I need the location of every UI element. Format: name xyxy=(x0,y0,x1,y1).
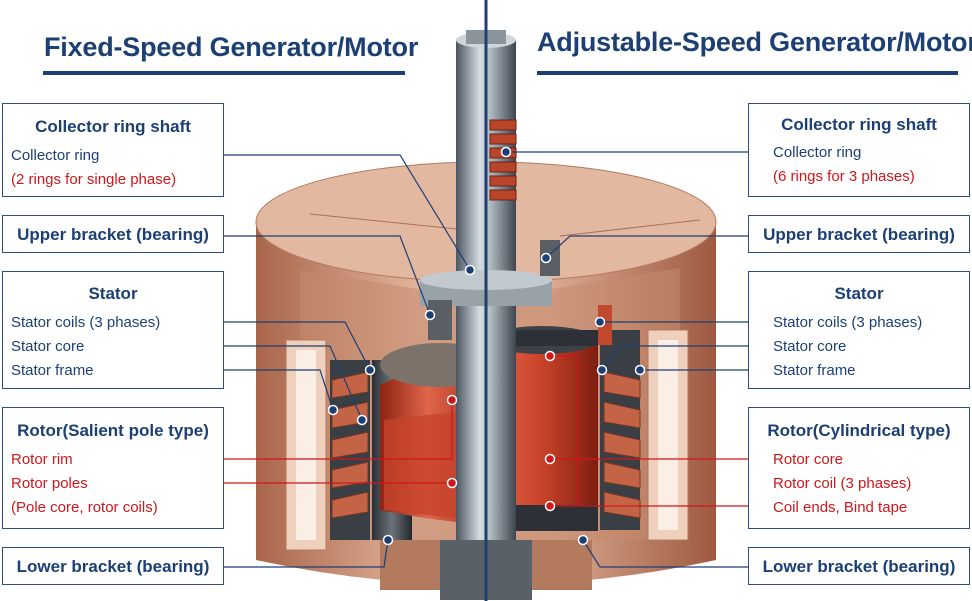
left-collector-ring-note: (2 rings for single phase) xyxy=(11,171,177,188)
right-stator-box: Stator Stator coils (3 phases) Stator co… xyxy=(748,271,970,389)
right-rotor-box: Rotor(Cylindrical type) Rotor core Rotor… xyxy=(748,407,970,529)
left-collector-title: Collector ring shaft xyxy=(35,117,191,136)
left-rotor-poles-note: (Pole core, rotor coils) xyxy=(11,499,158,516)
right-collector-ring-label: Collector ring xyxy=(773,144,862,161)
right-collector-ring-note: (6 rings for 3 phases) xyxy=(773,168,915,185)
left-stator-core-label: Stator core xyxy=(11,338,85,355)
left-title-underline xyxy=(43,71,405,75)
left-title: Fixed-Speed Generator/Motor xyxy=(44,32,419,62)
leader-dots-red xyxy=(446,350,556,512)
left-stator-frame-label: Stator frame xyxy=(11,362,94,379)
right-coil-ends-label: Coil ends, Bind tape xyxy=(773,499,908,516)
right-title: Adjustable-Speed Generator/Motor xyxy=(537,27,972,57)
right-collector-title: Collector ring shaft xyxy=(781,115,937,134)
left-stator-title: Stator xyxy=(88,284,138,303)
right-title-underline xyxy=(537,71,958,75)
left-rotor-box: Rotor(Salient pole type) Rotor rim Rotor… xyxy=(2,407,224,529)
left-rotor-title: Rotor(Salient pole type) xyxy=(17,421,209,440)
right-stator-title: Stator xyxy=(834,284,884,303)
left-lower-bracket-box: Lower bracket (bearing) xyxy=(2,547,224,585)
right-stator-core-label: Stator core xyxy=(773,338,847,355)
right-lower-bracket-box: Lower bracket (bearing) xyxy=(748,547,970,585)
left-stator-box: Stator Stator coils (3 phases) Stator co… xyxy=(2,271,224,389)
right-rotor-coil-label: Rotor coil (3 phases) xyxy=(773,475,912,492)
left-collector-box: Collector ring shaft Collector ring (2 r… xyxy=(2,103,224,197)
leader-dots-navy xyxy=(327,146,646,546)
right-upper-bracket-box: Upper bracket (bearing) xyxy=(748,215,970,253)
right-rotor-core-label: Rotor core xyxy=(773,451,844,468)
left-rotor-rim-label: Rotor rim xyxy=(11,451,73,468)
left-upper-bracket-box: Upper bracket (bearing) xyxy=(2,215,224,253)
right-collector-box: Collector ring shaft Collector ring (6 r… xyxy=(748,103,970,197)
right-lower-bracket-title: Lower bracket (bearing) xyxy=(762,557,956,576)
left-lower-bracket-title: Lower bracket (bearing) xyxy=(16,557,210,576)
left-stator-coils-label: Stator coils (3 phases) xyxy=(11,314,161,331)
right-stator-coils-label: Stator coils (3 phases) xyxy=(773,314,923,331)
right-rotor-title: Rotor(Cylindrical type) xyxy=(767,421,951,440)
right-leader-lines xyxy=(506,151,768,568)
left-rotor-poles-label: Rotor poles xyxy=(11,475,88,492)
right-stator-frame-label: Stator frame xyxy=(773,362,856,379)
right-leader-lines-red xyxy=(550,355,768,507)
left-upper-bracket-title: Upper bracket (bearing) xyxy=(17,225,209,244)
left-collector-ring-label: Collector ring xyxy=(11,147,100,164)
right-upper-bracket-title: Upper bracket (bearing) xyxy=(763,225,955,244)
